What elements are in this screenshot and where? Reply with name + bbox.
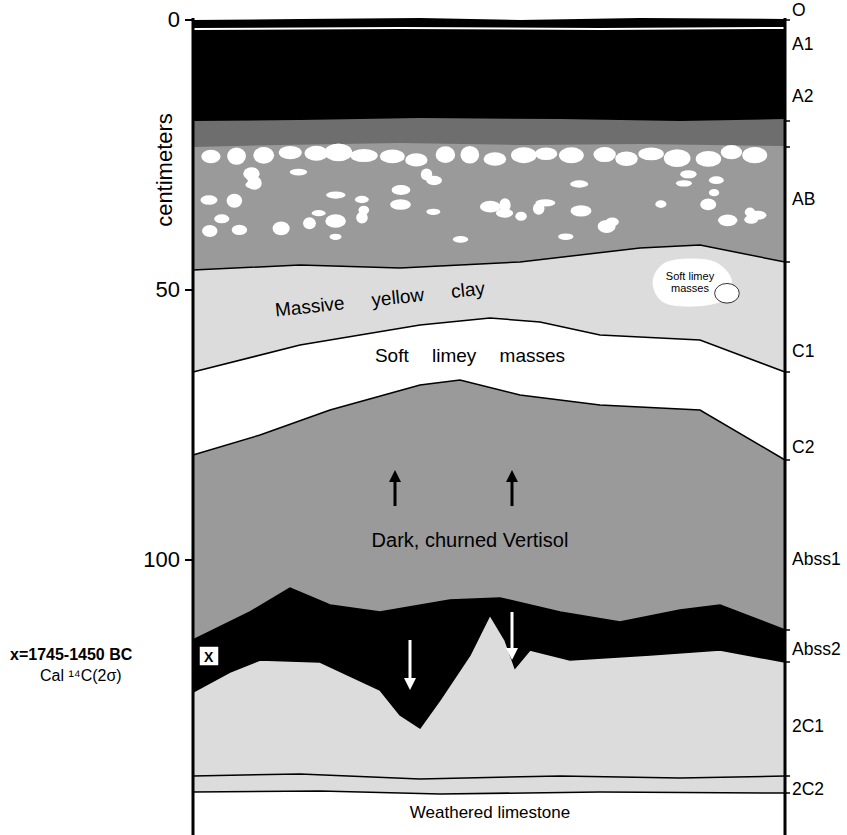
horizon-boundary [193, 774, 785, 779]
horizon-tick [785, 261, 790, 263]
horizon-label: A2 [792, 87, 813, 106]
horizon-label: AB [792, 190, 815, 209]
date-note: x=1745-1450 BC [10, 646, 132, 664]
marker-rect [199, 646, 219, 666]
layer-text: Dark, churned Vertisol [372, 529, 569, 551]
horizon-label: O [792, 1, 806, 20]
soil-layer [193, 143, 785, 835]
churn-arrow [394, 480, 397, 506]
horizon-boundary [193, 28, 785, 29]
arrow-head [506, 470, 518, 482]
horizon-label: Abss1 [792, 550, 841, 569]
sample-marker: X [199, 646, 219, 666]
soil-layer [193, 318, 785, 835]
axis-number: 0 [168, 8, 180, 32]
date-note: Cal ¹⁴C(2σ) [40, 667, 122, 685]
axis-title: centimeters [153, 113, 177, 227]
blob-text: Soft limey masses [662, 270, 718, 294]
soil-layer [193, 774, 785, 835]
axis-tick [185, 289, 193, 291]
axis-number: 100 [143, 548, 180, 572]
soil-layer [193, 18, 785, 835]
horizon-tick [785, 19, 790, 21]
horizon-label: C1 [792, 342, 814, 361]
churn-arrow [409, 640, 412, 680]
horizon-boundary [193, 615, 785, 728]
arrow-head [506, 648, 518, 660]
horizon-boundary [193, 380, 785, 460]
pebbles [200, 143, 767, 242]
limey-mass-blob: Soft limey masses [646, 258, 734, 307]
soil-layer [193, 615, 785, 835]
horizon-tick [785, 661, 790, 663]
layer-text: Weathered limestone [410, 804, 570, 823]
churn-arrow [511, 612, 514, 650]
horizon-tick [785, 775, 790, 777]
soil-layer [193, 380, 785, 835]
horizon-tick [785, 792, 790, 794]
axis-tick [185, 559, 193, 561]
churn-arrow [511, 480, 514, 506]
marker-letter: X [204, 650, 213, 665]
blob-shape [715, 283, 740, 303]
horizon-tick [785, 459, 790, 461]
axis-number: 50 [156, 278, 180, 302]
horizon-tick [785, 120, 790, 122]
horizon-tick [785, 629, 790, 631]
frame-line [192, 18, 195, 835]
soil-layer [193, 118, 785, 835]
horizon-label: A1 [792, 35, 813, 54]
soil-layer [193, 588, 785, 835]
layer-text: Soft limey masses [375, 346, 565, 367]
horizon-label: C2 [792, 438, 814, 457]
horizon-boundary [193, 318, 785, 372]
horizon-label: Abss2 [792, 640, 841, 659]
horizon-tick [785, 371, 790, 373]
axis-tick [185, 19, 193, 21]
horizon-label: 2C2 [792, 780, 824, 799]
frame-line [784, 18, 787, 835]
arrow-head [404, 678, 416, 690]
horizon-tick [785, 146, 790, 148]
soil-layer [193, 245, 785, 835]
arrow-head [389, 470, 401, 482]
horizon-label: 2C1 [792, 717, 824, 736]
soil-layer [193, 791, 785, 835]
horizon-boundary [193, 791, 785, 794]
